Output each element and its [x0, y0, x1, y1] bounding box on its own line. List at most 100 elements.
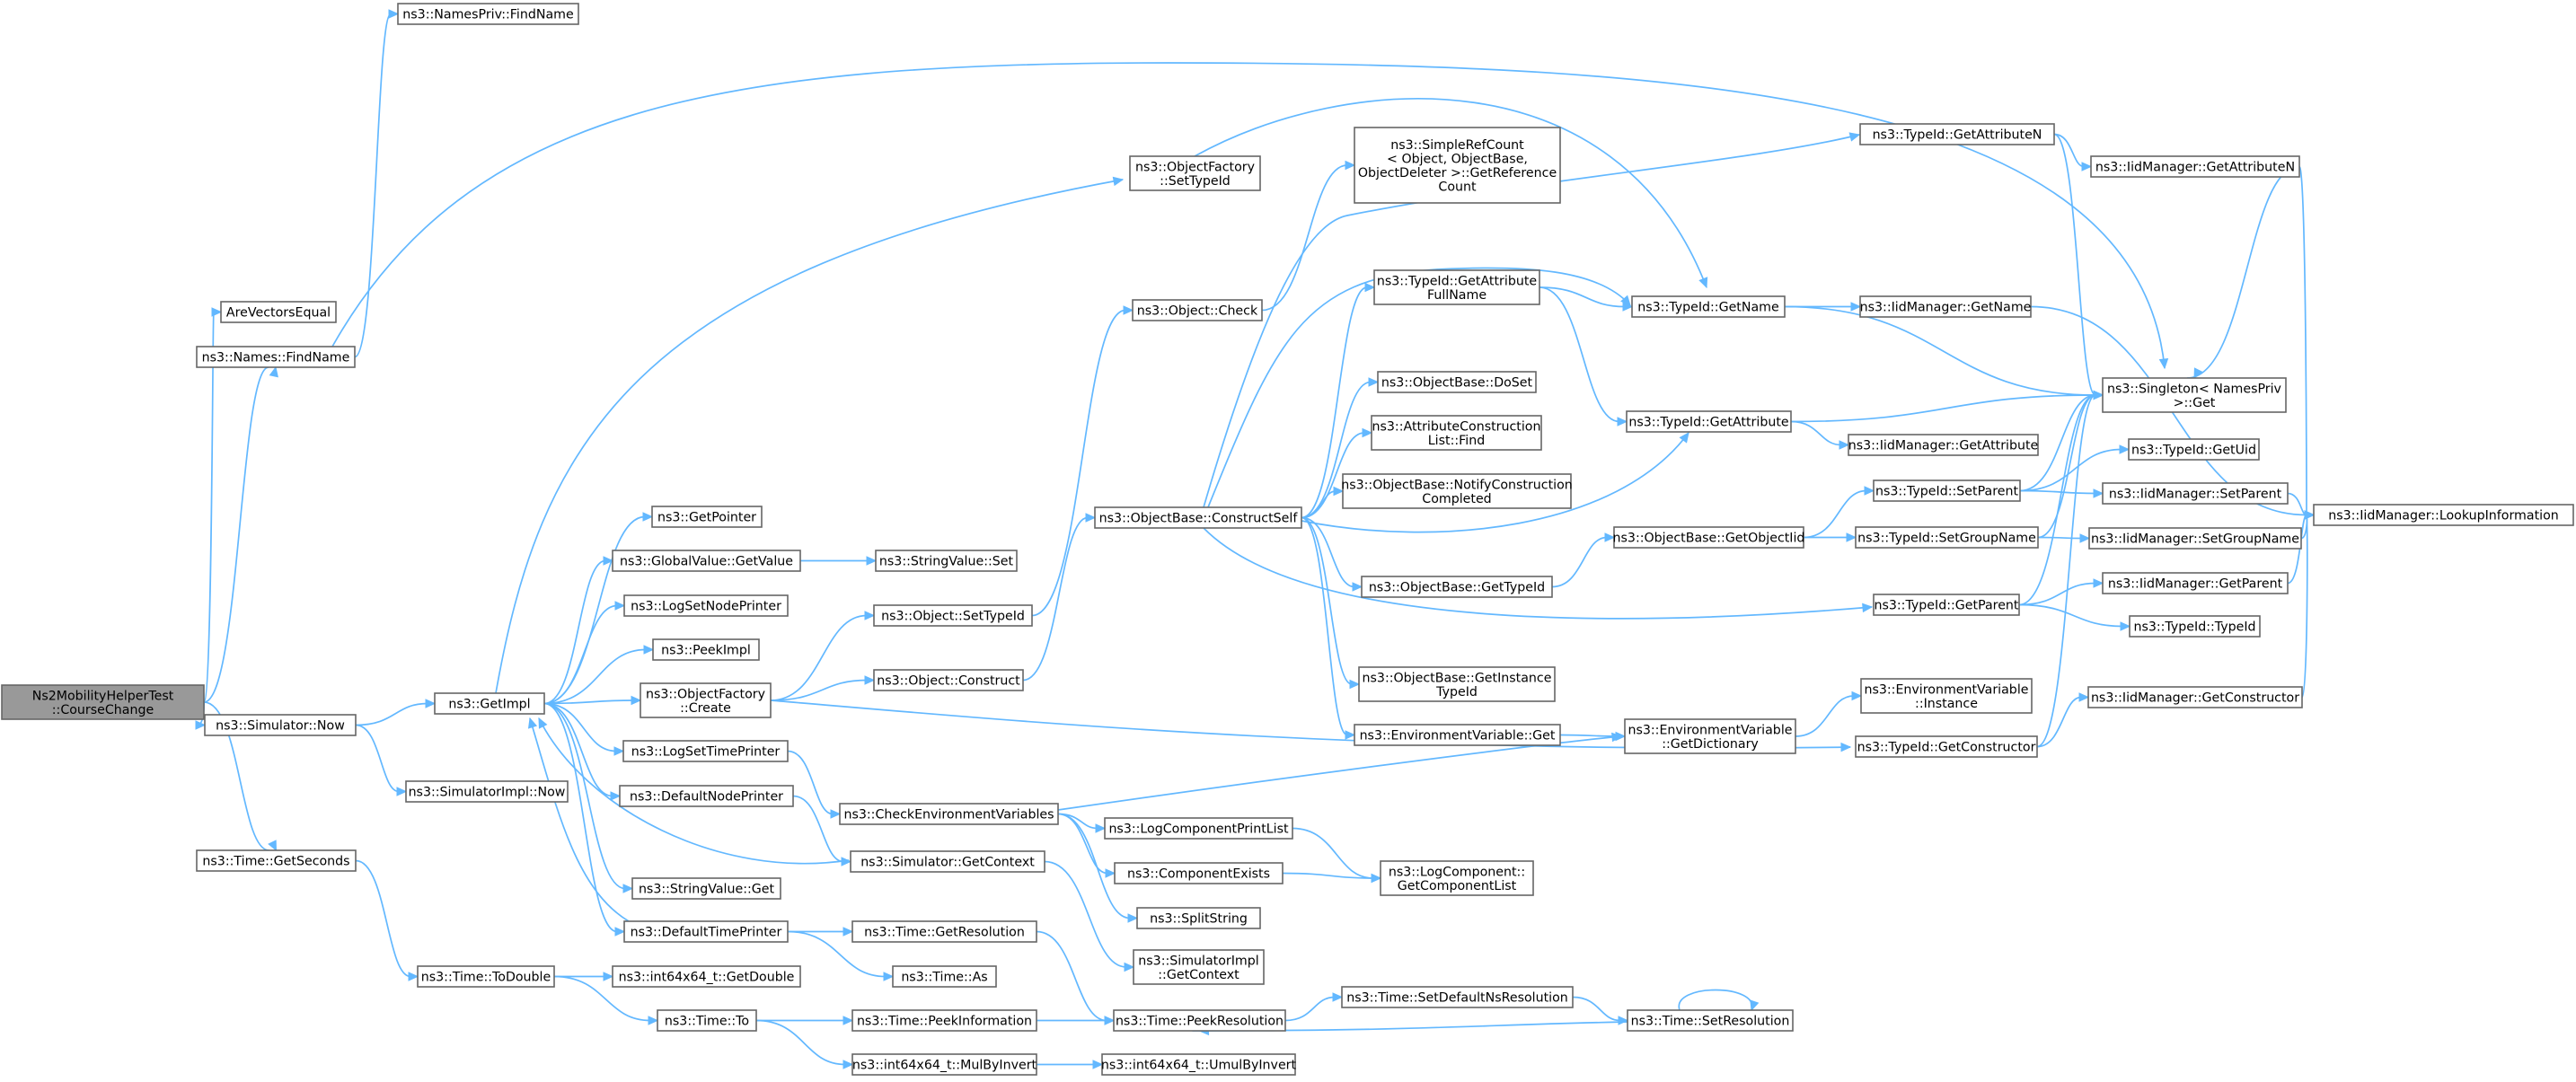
node-object-construct[interactable]: ns3::Object::Construct: [873, 669, 1024, 691]
edge-line: [529, 717, 630, 922]
edge-line: [355, 859, 411, 978]
node-env-var-instance[interactable]: ns3::EnvironmentVariable::Instance: [1860, 678, 2033, 714]
node-time-to-double[interactable]: ns3::Time::ToDouble: [417, 965, 555, 988]
edge-line: [2036, 696, 2082, 748]
node-type-id-get-name[interactable]: ns3::TypeId::GetName: [1631, 295, 1786, 318]
node-box: [622, 740, 789, 762]
node-box: [1358, 666, 1556, 702]
node-simulator-impl-now[interactable]: ns3::SimulatorImpl::Now: [405, 780, 569, 803]
node-time-as[interactable]: ns3::Time::As: [892, 965, 997, 988]
node-type-id-set-group-name[interactable]: ns3::TypeId::SetGroupName: [1855, 526, 2039, 549]
edge-time-get-seconds-to-time-to-double: [355, 859, 419, 981]
node-log-set-time-printer[interactable]: ns3::LogSetTimePrinter: [622, 740, 789, 762]
node-are-vectors-equal[interactable]: AreVectorsEqual: [220, 301, 337, 323]
node-get-impl[interactable]: ns3::GetImpl: [434, 692, 545, 715]
edge-line: [543, 702, 613, 797]
node-object-check[interactable]: ns3::Object::Check: [1132, 299, 1263, 321]
edge-line: [1301, 286, 1368, 519]
node-type-id-get-attribute[interactable]: ns3::TypeId::GetAttribute: [1626, 410, 1792, 433]
node-iid-get-name[interactable]: ns3::IidManager::GetName: [1859, 295, 2032, 318]
edge-line: [2053, 133, 2096, 396]
edge-arrowhead: [1839, 440, 1850, 450]
node-object-base-construct-self[interactable]: ns3::ObjectBase::ConstructSelf: [1094, 506, 1302, 529]
node-box: [612, 550, 801, 572]
node-iid-get-parent[interactable]: ns3::IidManager::GetParent: [2102, 572, 2289, 594]
node-split-string[interactable]: ns3::SplitString: [1136, 907, 1261, 929]
node-log-component-get-list[interactable]: ns3::LogComponent::GetComponentList: [1380, 860, 1534, 896]
node-time-peek-information[interactable]: ns3::Time::PeekInformation: [851, 1009, 1037, 1032]
edge-line: [1803, 489, 1867, 539]
node-object-base-get-object-iid[interactable]: ns3::ObjectBase::GetObjectIid: [1613, 526, 1805, 549]
node-int64-get-double[interactable]: ns3::int64x64_t::GetDouble: [612, 965, 801, 988]
edge-object-base-get-object-iid-to-type-id-set-parent: [1803, 486, 1875, 539]
node-label: ns3::ObjectFactory: [646, 687, 765, 701]
node-names-priv-find-name[interactable]: ns3::NamesPriv::FindName: [397, 3, 579, 25]
node-type-id-get-constructor[interactable]: ns3::TypeId::GetConstructor: [1855, 735, 2038, 758]
node-int64-mul-by-invert[interactable]: ns3::int64x64_t::MulByInvert: [851, 1053, 1037, 1076]
node-iid-get-attribute[interactable]: ns3::IidManager::GetAttribute: [1848, 434, 2039, 456]
node-object-base-do-set[interactable]: ns3::ObjectBase::DoSet: [1377, 371, 1537, 393]
node-global-value-get-value[interactable]: ns3::GlobalValue::GetValue: [612, 550, 801, 572]
node-label: ns3::ObjectBase::NotifyConstruction: [1341, 478, 1573, 492]
node-object-factory-create[interactable]: ns3::ObjectFactory::Create: [640, 682, 772, 718]
node-int64-umul-by-invert[interactable]: ns3::int64x64_t::UmulByInvert: [1101, 1053, 1297, 1076]
edge-line: [1031, 309, 1126, 617]
node-iid-get-attribute-n[interactable]: ns3::IidManager::GetAttributeN: [2090, 155, 2300, 178]
node-log-component-print-list[interactable]: ns3::LogComponentPrintList: [1104, 817, 1293, 840]
node-simulator-now[interactable]: ns3::Simulator::Now: [204, 714, 357, 736]
node-time-set-resolution[interactable]: ns3::Time::SetResolution: [1627, 1009, 1794, 1032]
node-string-value-set[interactable]: ns3::StringValue::Set: [875, 550, 1018, 572]
node-time-get-seconds[interactable]: ns3::Time::GetSeconds: [196, 849, 357, 872]
node-type-id-get-parent[interactable]: ns3::TypeId::GetParent: [1873, 594, 2020, 616]
node-type-id-get-attribute-n[interactable]: ns3::TypeId::GetAttributeN: [1859, 123, 2055, 145]
node-time-peek-resolution[interactable]: ns3::Time::PeekResolution: [1113, 1009, 1286, 1032]
node-object-set-type-id[interactable]: ns3::Object::SetTypeId: [873, 604, 1033, 627]
node-check-env-vars[interactable]: ns3::CheckEnvironmentVariables: [839, 803, 1059, 825]
node-simple-ref-count[interactable]: ns3::SimpleRefCount< Object, ObjectBase,…: [1354, 127, 1561, 204]
node-simulator-get-context[interactable]: ns3::Simulator::GetContext: [850, 850, 1045, 873]
edge-type-id-get-attribute-full-name-to-type-id-get-name: [1539, 286, 1634, 312]
node-string-value-get[interactable]: ns3::StringValue::Get: [631, 877, 781, 900]
node-box: [1855, 735, 2038, 758]
edge-arrowhead: [1750, 999, 1760, 1012]
node-box: [851, 920, 1037, 943]
node-label: ns3::Time::As: [901, 971, 987, 985]
node-object-base-notify-construction-completed[interactable]: ns3::ObjectBase::NotifyConstructionCompl…: [1341, 473, 1573, 509]
edge-line: [1203, 527, 1873, 620]
node-time-set-default-ns-resolution[interactable]: ns3::Time::SetDefaultNsResolution: [1341, 986, 1574, 1008]
node-label: ns3::DefaultNodePrinter: [630, 790, 783, 805]
node-simulator-impl-get-context[interactable]: ns3::SimulatorImpl::GetContext: [1133, 949, 1265, 985]
edge-arrowhead: [1604, 532, 1616, 542]
edge-get-impl-to-global-value-get-value: [543, 556, 614, 705]
node-component-exists[interactable]: ns3::ComponentExists: [1114, 862, 1284, 884]
node-log-set-node-printer[interactable]: ns3::LogSetNodePrinter: [623, 594, 789, 617]
node-env-var-get[interactable]: ns3::EnvironmentVariable::Get: [1354, 724, 1561, 746]
node-iid-set-parent[interactable]: ns3::IidManager::SetParent: [2102, 482, 2289, 505]
node-singleton-get[interactable]: ns3::Singleton< NamesPriv>::Get: [2102, 377, 2287, 413]
node-default-time-printer[interactable]: ns3::DefaultTimePrinter: [623, 920, 789, 943]
node-type-id-set-parent[interactable]: ns3::TypeId::SetParent: [1873, 479, 2021, 502]
node-type-id-type-id[interactable]: ns3::TypeId::TypeId: [2129, 615, 2261, 638]
node-time-to[interactable]: ns3::Time::To: [657, 1009, 757, 1032]
node-peek-impl[interactable]: ns3::PeekImpl: [652, 638, 760, 661]
node-iid-set-group-name[interactable]: ns3::IidManager::SetGroupName: [2088, 527, 2302, 550]
node-iid-lookup-information[interactable]: ns3::IidManager::LookupInformation: [2313, 504, 2574, 526]
node-iid-get-constructor[interactable]: ns3::IidManager::GetConstructor: [2087, 686, 2303, 708]
node-type-id-get-uid[interactable]: ns3::TypeId::GetUid: [2128, 438, 2260, 461]
node-time-get-resolution[interactable]: ns3::Time::GetResolution: [851, 920, 1037, 943]
node-box: [2313, 504, 2574, 526]
node-object-base-get-type-id[interactable]: ns3::ObjectBase::GetTypeId: [1361, 576, 1553, 598]
node-object-factory-set-type-id[interactable]: ns3::ObjectFactory::SetTypeId: [1129, 155, 1261, 191]
node-env-var-get-dictionary[interactable]: ns3::EnvironmentVariable::GetDictionary: [1624, 718, 1796, 754]
node-default-node-printer[interactable]: ns3::DefaultNodePrinter: [619, 785, 794, 807]
node-root[interactable]: Ns2MobilityHelperTest::CourseChange: [1, 684, 205, 720]
node-names-find-name[interactable]: ns3::Names::FindName: [196, 346, 356, 368]
edge-names-find-name-to-singleton-get: [331, 62, 2169, 370]
node-label: ::Instance: [1915, 697, 1978, 711]
edge-object-check-to-simple-ref-count: [1261, 160, 1356, 312]
node-get-pointer[interactable]: ns3::GetPointer: [651, 506, 763, 528]
